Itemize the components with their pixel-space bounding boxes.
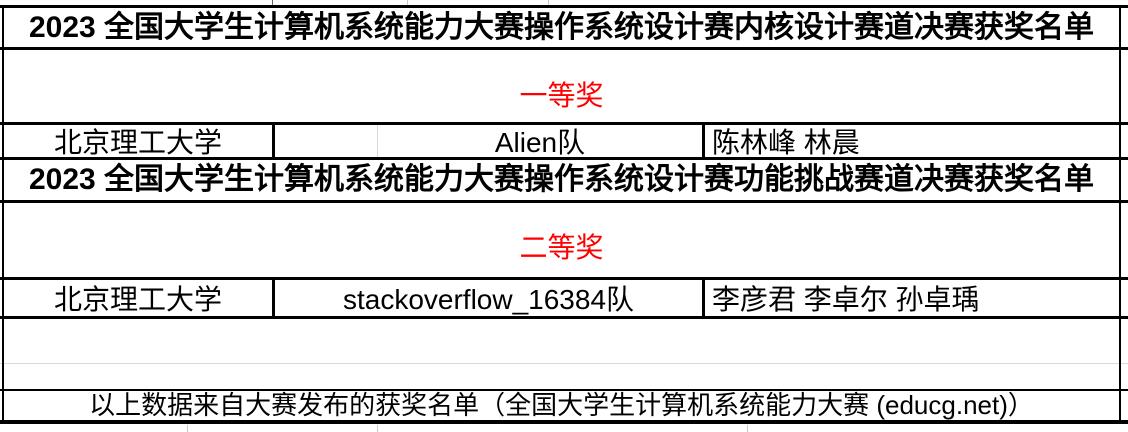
kernel-award-level: 一等奖 <box>519 80 604 111</box>
gridline-stub <box>548 0 549 5</box>
cell-border <box>702 277 705 319</box>
border-left <box>2 5 4 424</box>
gridline-stub <box>187 425 188 432</box>
members-cell: 李彦君 李卓尔 孙卓瑀 <box>712 284 980 315</box>
cell-border <box>272 122 275 160</box>
border <box>0 389 1128 391</box>
kernel-track-title: 2023 全国大学生计算机系统能力大赛操作系统设计赛内核设计赛道决赛获奖名单 <box>28 11 1095 44</box>
border <box>0 316 1128 319</box>
border <box>0 157 1128 160</box>
gridline-stub <box>407 0 408 5</box>
challenge-award-level: 二等奖 <box>519 232 604 263</box>
team-cell: stackoverflow_16384队 <box>342 284 635 315</box>
gridline-stub <box>747 425 748 432</box>
border-top <box>0 5 1128 8</box>
border-bottom <box>0 420 1128 424</box>
cell-border <box>272 277 275 319</box>
cell-border <box>702 122 705 160</box>
border <box>0 122 1128 125</box>
border-right <box>1119 5 1121 424</box>
faint-cell-gridline <box>377 125 378 157</box>
members-cell: 陈林峰 林晨 <box>712 127 860 157</box>
school-cell: 北京理工大学 <box>53 127 222 157</box>
gridline-stub <box>377 425 378 432</box>
faint-row-gridline <box>0 363 1128 364</box>
border <box>0 200 1128 203</box>
source-note: 以上数据来自大赛发布的获奖名单（全国大学生计算机系统能力大赛 (educg.ne… <box>89 390 1034 420</box>
border <box>0 277 1128 280</box>
gridline-stub <box>272 0 273 5</box>
border <box>0 47 1128 50</box>
school-cell: 北京理工大学 <box>53 284 222 315</box>
team-cell: Alien队 <box>494 127 586 157</box>
challenge-track-title: 2023 全国大学生计算机系统能力大赛操作系统设计赛功能挑战赛道决赛获奖名单 <box>28 163 1095 196</box>
